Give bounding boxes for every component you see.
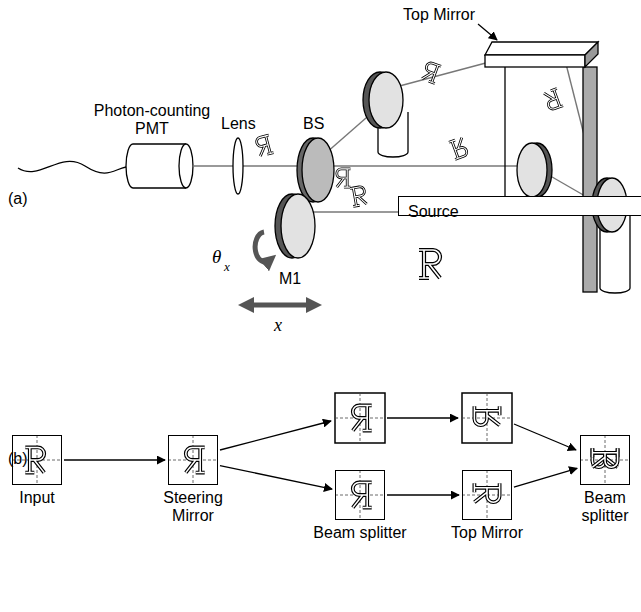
lens bbox=[233, 138, 243, 194]
part-label: Photon-counting PMT bbox=[88, 102, 216, 139]
steering-mirror bbox=[275, 194, 315, 258]
part-label: Top Mirror bbox=[403, 6, 475, 24]
part-label: M1 bbox=[279, 270, 301, 288]
frame-border bbox=[580, 435, 630, 485]
fold-mirror bbox=[517, 143, 552, 197]
flow-arrow bbox=[387, 494, 459, 495]
image-frame bbox=[335, 393, 512, 443]
leader-line bbox=[478, 24, 497, 40]
panel-letter: (a) bbox=[8, 190, 28, 208]
image-frame: Steering Mirror bbox=[168, 435, 218, 485]
panel-letter: (b) bbox=[8, 450, 28, 468]
frame-border bbox=[12, 435, 62, 485]
node-label: Top Mirror bbox=[437, 524, 537, 542]
frame-border bbox=[462, 470, 512, 520]
node-label: Source bbox=[408, 203, 641, 221]
angle-symbol: θ bbox=[212, 246, 221, 268]
part-label: Lens bbox=[221, 115, 256, 133]
beam-path bbox=[193, 60, 598, 212]
node-label: Beam splitter bbox=[308, 524, 412, 542]
part-label: BS bbox=[303, 115, 324, 133]
rotation-arrow bbox=[255, 232, 270, 262]
node-label: Beam splitter bbox=[574, 489, 636, 526]
pmt-detector bbox=[126, 144, 193, 188]
image-frame: Beam splitter bbox=[580, 435, 630, 485]
orientation-glyph bbox=[25, 405, 617, 507]
beam-splitter bbox=[297, 138, 334, 202]
frame-border bbox=[335, 470, 385, 520]
node-label: Input bbox=[5, 489, 69, 507]
flow-arrow bbox=[64, 459, 165, 460]
flow-arrow bbox=[220, 466, 332, 489]
source-box: Source bbox=[398, 196, 641, 216]
image-frame: Top Mirror bbox=[462, 470, 512, 520]
mirror-mount bbox=[363, 72, 408, 157]
top-mirror bbox=[485, 42, 598, 292]
image-frame: Beam splitter bbox=[335, 470, 385, 520]
axis-symbol: x bbox=[274, 315, 282, 336]
node-label: Steering Mirror bbox=[151, 489, 235, 526]
pmt-cable bbox=[18, 161, 133, 173]
orientation-glyph bbox=[256, 62, 563, 278]
image-frame: Input bbox=[12, 435, 62, 485]
flow-arrow bbox=[514, 468, 577, 487]
crosshair bbox=[12, 393, 630, 520]
frame-border bbox=[168, 435, 218, 485]
axis-subscript: x bbox=[224, 260, 230, 275]
translation-arrow bbox=[246, 303, 314, 308]
flow-arrow bbox=[220, 418, 576, 450]
